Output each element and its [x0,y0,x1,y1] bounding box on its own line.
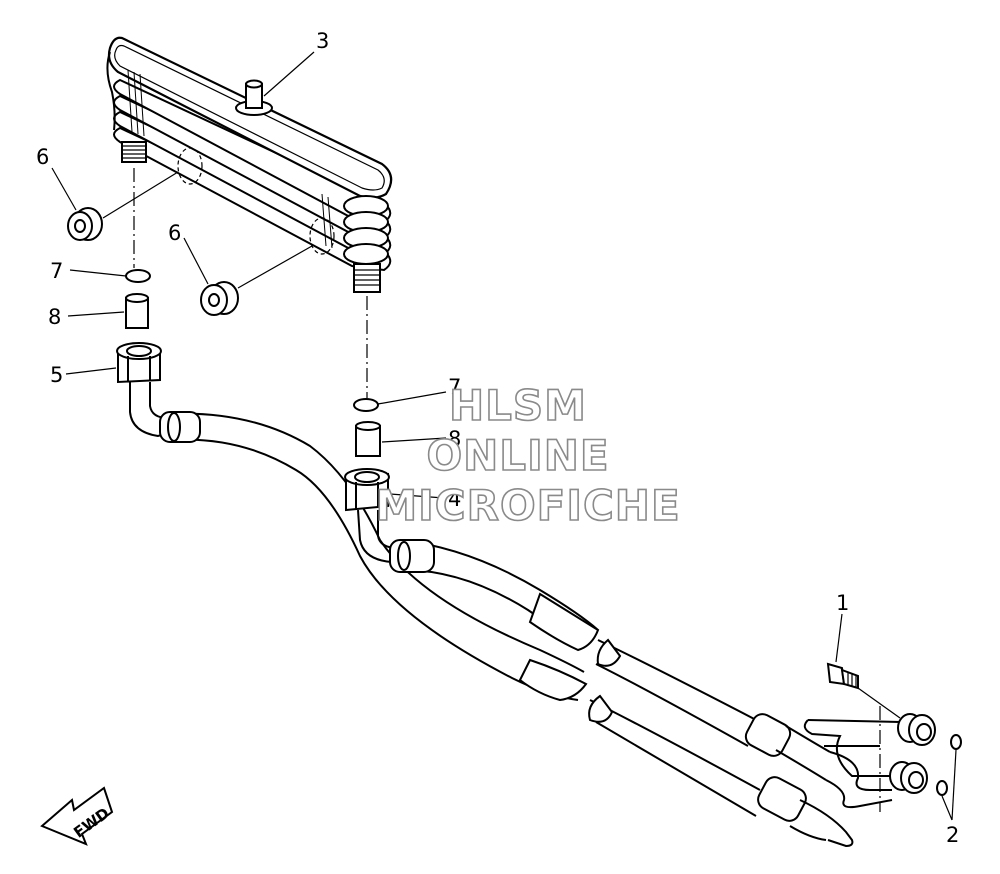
grommet-right [200,281,239,316]
callout-6-right: 6 [168,221,181,245]
callout-5: 5 [50,363,63,387]
watermark-line-3: MICROFICHE [375,481,680,530]
union-fitting-lower [889,761,928,794]
oil-pipe-lower-right [588,638,854,848]
oil-hose-lower [344,468,600,652]
callout-7-left: 7 [50,259,63,283]
bolt [826,662,901,719]
o-ring-right [353,398,379,412]
collar-left [125,293,149,329]
callout-labels: 1 2 3 4 5 6 6 7 7 8 8 [36,29,959,847]
assembly-guide-lines [102,168,368,398]
callout-7-right: 7 [448,375,461,399]
grommet-left [67,207,103,241]
watermark-line-1: HLSM [449,381,587,430]
collar-right [355,421,381,457]
callout-1: 1 [836,591,849,615]
o-ring-left [125,269,151,283]
leader-lines [51,51,957,821]
callout-8-right: 8 [448,427,461,451]
callout-6-left: 6 [36,145,49,169]
callout-4: 4 [448,487,461,511]
fwd-arrow: FWD [40,786,114,846]
small-o-rings [936,734,962,796]
watermark-line-2: ONLINE [426,431,609,480]
watermark: HLSM ONLINE MICROFICHE [375,380,681,531]
callout-3: 3 [316,29,329,53]
union-fitting-upper [897,713,936,746]
callout-2: 2 [946,823,959,847]
pipe-bends [803,706,901,812]
callout-8-left: 8 [48,305,61,329]
oil-cooler [106,36,393,293]
